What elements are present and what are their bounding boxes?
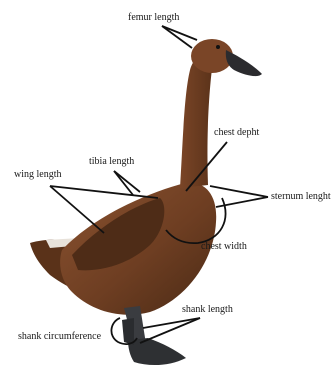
label-shank-circumference: shank circumference: [18, 331, 101, 343]
duck-eye: [216, 45, 220, 49]
label-chest-width: chest width: [201, 241, 247, 253]
label-tibia-length: tibia length: [89, 156, 134, 168]
label-wing-length: wing length: [14, 169, 62, 181]
wing-line-2: [50, 186, 104, 233]
sternum-line-1: [210, 186, 268, 197]
duck-foot: [128, 338, 186, 365]
wing-line-1: [50, 186, 158, 198]
label-femur-length: femur length: [128, 12, 179, 24]
duck-silhouette: [30, 39, 262, 365]
duck-foot-back: [122, 318, 134, 345]
duck-bill: [226, 50, 262, 76]
label-chest-depht: chest depht: [214, 127, 259, 139]
shank-line-2: [140, 318, 200, 343]
label-shank-length: shank length: [182, 304, 233, 316]
shank-line-1: [143, 318, 200, 328]
label-sternum-length: sternum lenght: [271, 191, 331, 203]
